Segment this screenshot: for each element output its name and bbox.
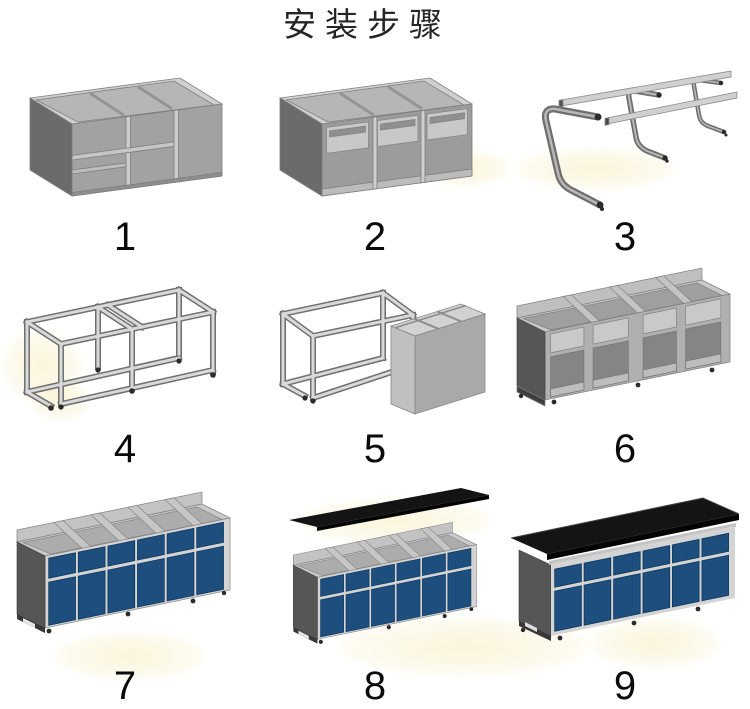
blue-bench xyxy=(15,491,232,634)
step-number: 5 xyxy=(363,427,387,471)
step-number: 2 xyxy=(363,215,387,259)
bench-floating-top-illustration xyxy=(289,488,489,645)
assembled-frame-illustration xyxy=(22,285,218,411)
casters xyxy=(48,358,216,411)
frame-rails xyxy=(22,285,218,411)
open-bays xyxy=(550,321,722,398)
step-7: 7 xyxy=(0,472,250,709)
end-panel xyxy=(279,97,323,197)
floating-worktop xyxy=(289,488,489,531)
drawer-boxes xyxy=(326,108,468,154)
step-6: 6 xyxy=(500,260,750,472)
step-number: 9 xyxy=(613,664,637,708)
support-beams xyxy=(558,70,738,126)
step-5: 5 xyxy=(250,260,500,472)
end-panel xyxy=(516,317,546,401)
finished-bench-illustration xyxy=(510,497,740,641)
label-sticker xyxy=(525,622,537,632)
frame-parts-illustration xyxy=(541,70,738,211)
end-panel xyxy=(16,541,46,629)
step-4: 4 xyxy=(0,260,250,472)
cabinet-carcass-illustration xyxy=(28,77,224,197)
worktop xyxy=(510,497,740,560)
casters xyxy=(520,606,701,641)
frame-with-cabinet-illustration xyxy=(278,288,487,415)
label-sticker xyxy=(23,618,35,628)
step-number: 4 xyxy=(113,427,137,471)
step-number: 1 xyxy=(113,215,137,259)
step-number: 6 xyxy=(613,427,637,471)
step-2: 2 xyxy=(250,50,500,260)
cabinet-with-drawers-illustration xyxy=(278,77,474,197)
page-title: 安装步骤 xyxy=(283,5,451,44)
casters xyxy=(594,80,728,211)
step-9: 9 xyxy=(500,472,750,709)
step-number: 7 xyxy=(113,664,137,708)
step-number: 3 xyxy=(613,215,637,259)
door-fronts xyxy=(554,554,730,632)
step-1: 1 xyxy=(0,50,250,260)
step-3: 3 xyxy=(500,50,750,260)
end-panel xyxy=(518,549,552,637)
steps-grid: 1 xyxy=(0,50,750,709)
casters xyxy=(518,367,715,405)
step-8: 8 xyxy=(250,472,500,709)
cabinet-unit xyxy=(389,303,487,415)
drawer-fronts xyxy=(554,532,730,588)
step-number: 8 xyxy=(363,664,387,708)
drawer-boxes xyxy=(550,298,722,354)
drawer-fronts xyxy=(48,521,224,579)
door-fronts xyxy=(48,545,224,626)
blue-bench-illustration xyxy=(15,491,232,634)
casters xyxy=(46,590,227,634)
bench-carcass-illustration xyxy=(515,267,732,407)
end-panel xyxy=(29,97,73,197)
